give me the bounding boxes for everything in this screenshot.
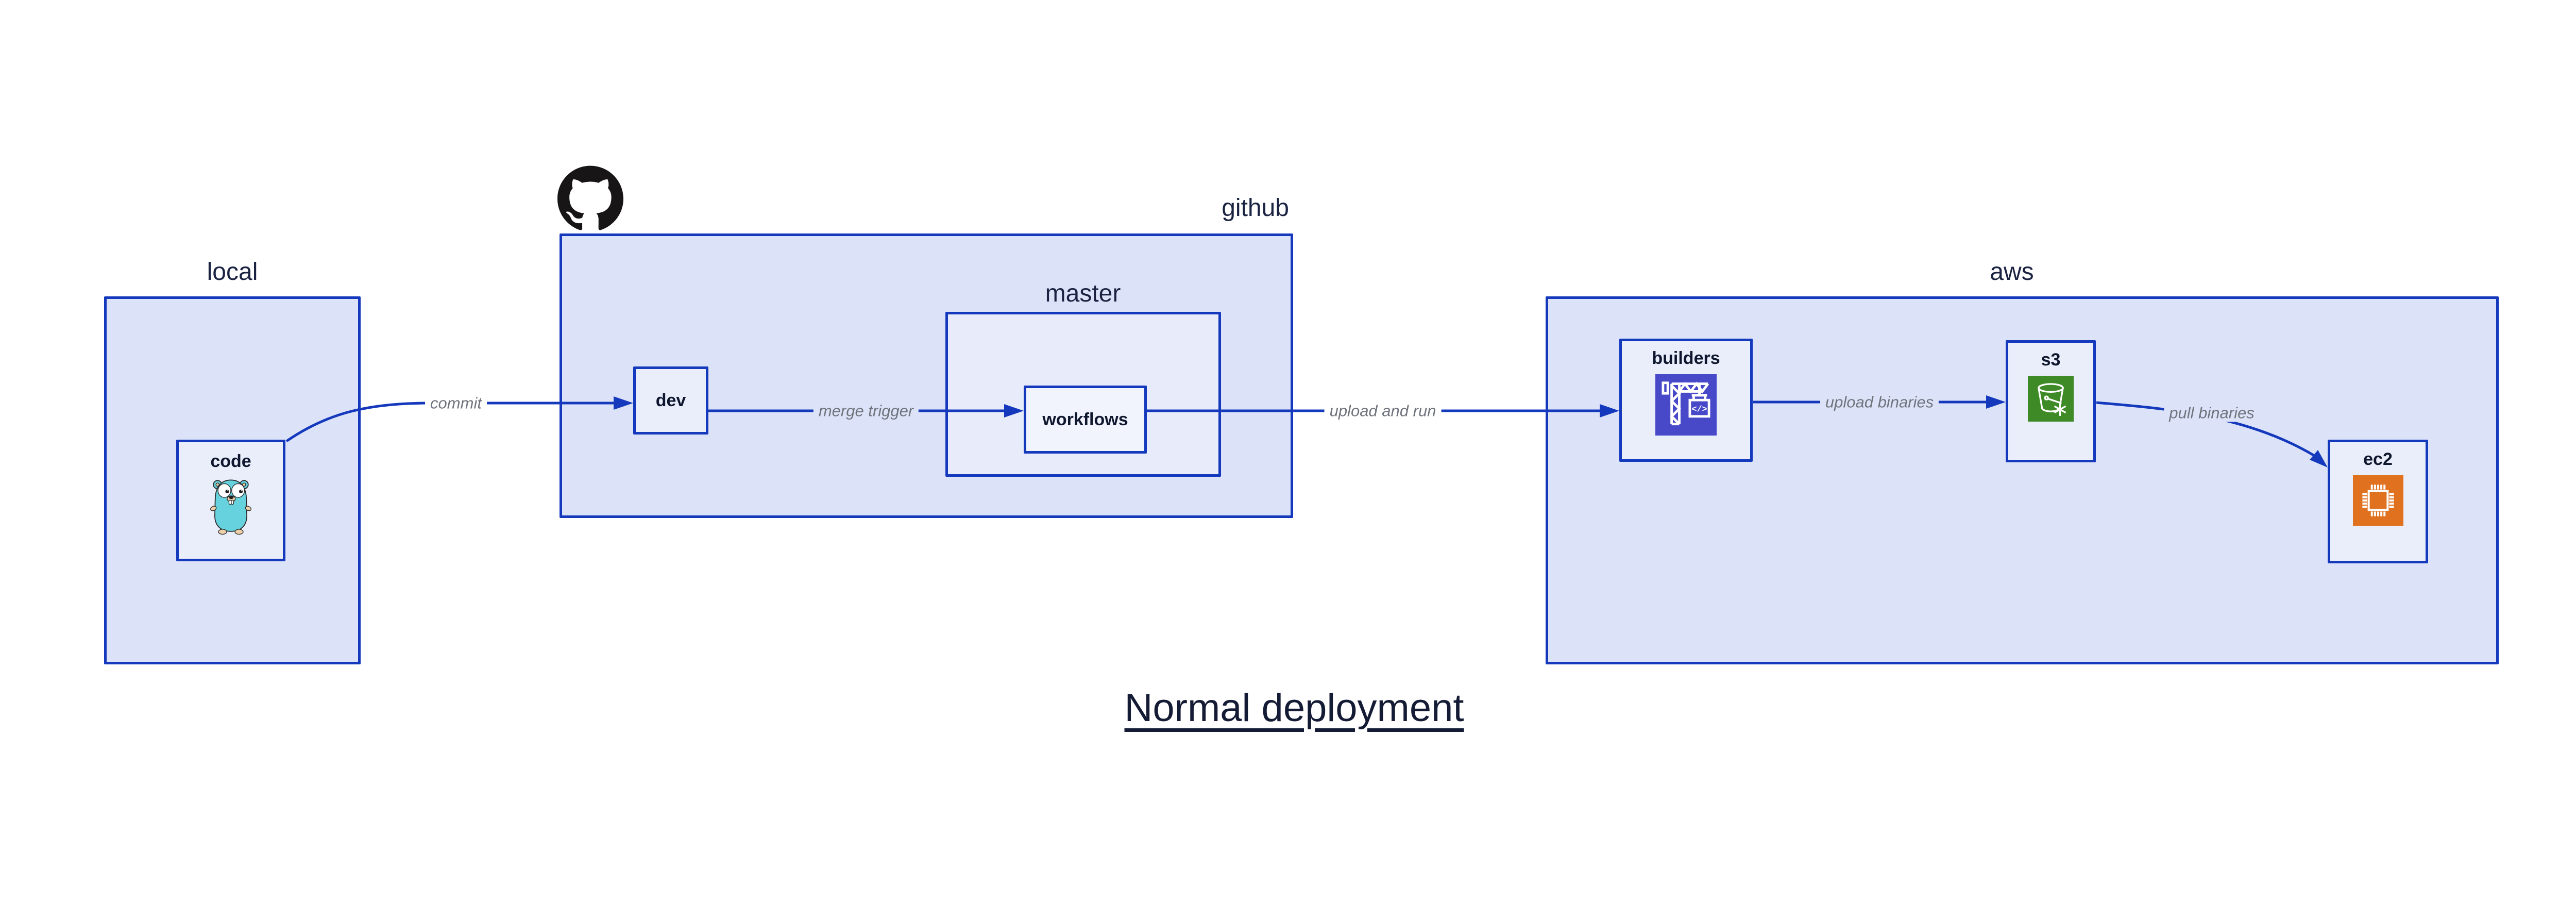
aws-codebuild-crane-icon: </> [1655,374,1717,436]
upload-and-run-edge-label: upload and run [1324,402,1442,420]
aws-group-label: aws [1990,258,2034,286]
diagram-title: Normal deployment [1124,686,1464,730]
s3-node: s3 [2006,340,2096,462]
master-group-label: master [1045,280,1121,307]
go-gopher-icon [210,479,251,535]
merge-trigger-edge-label: merge trigger [813,402,919,420]
github-octocat-icon [557,165,623,230]
local-group-label: local [207,258,258,286]
workflows-node: workflows [1024,386,1147,454]
dev-node: dev [633,366,708,435]
code-node: code [176,440,285,561]
github-group-label: github [1222,194,1289,222]
commit-edge-label: commit [425,394,487,412]
ec2-node: ec2 [2328,440,2428,563]
upload-binaries-edge-label: upload binaries [1820,393,1939,411]
svg-text:</>: </> [1691,405,1707,415]
workflows-node-label: workflows [1042,410,1128,429]
dev-node-label: dev [655,391,686,410]
s3-node-label: s3 [2041,350,2061,370]
aws-s3-bucket-icon [2028,376,2074,422]
aws-ec2-chip-icon [2352,475,2403,526]
builders-node-label: builders [1652,348,1720,368]
builders-node: builders </> [1619,339,1753,462]
pull-binaries-edge-label: pull binaries [2164,404,2260,422]
ec2-node-label: ec2 [2363,449,2393,469]
code-node-label: code [210,452,251,471]
